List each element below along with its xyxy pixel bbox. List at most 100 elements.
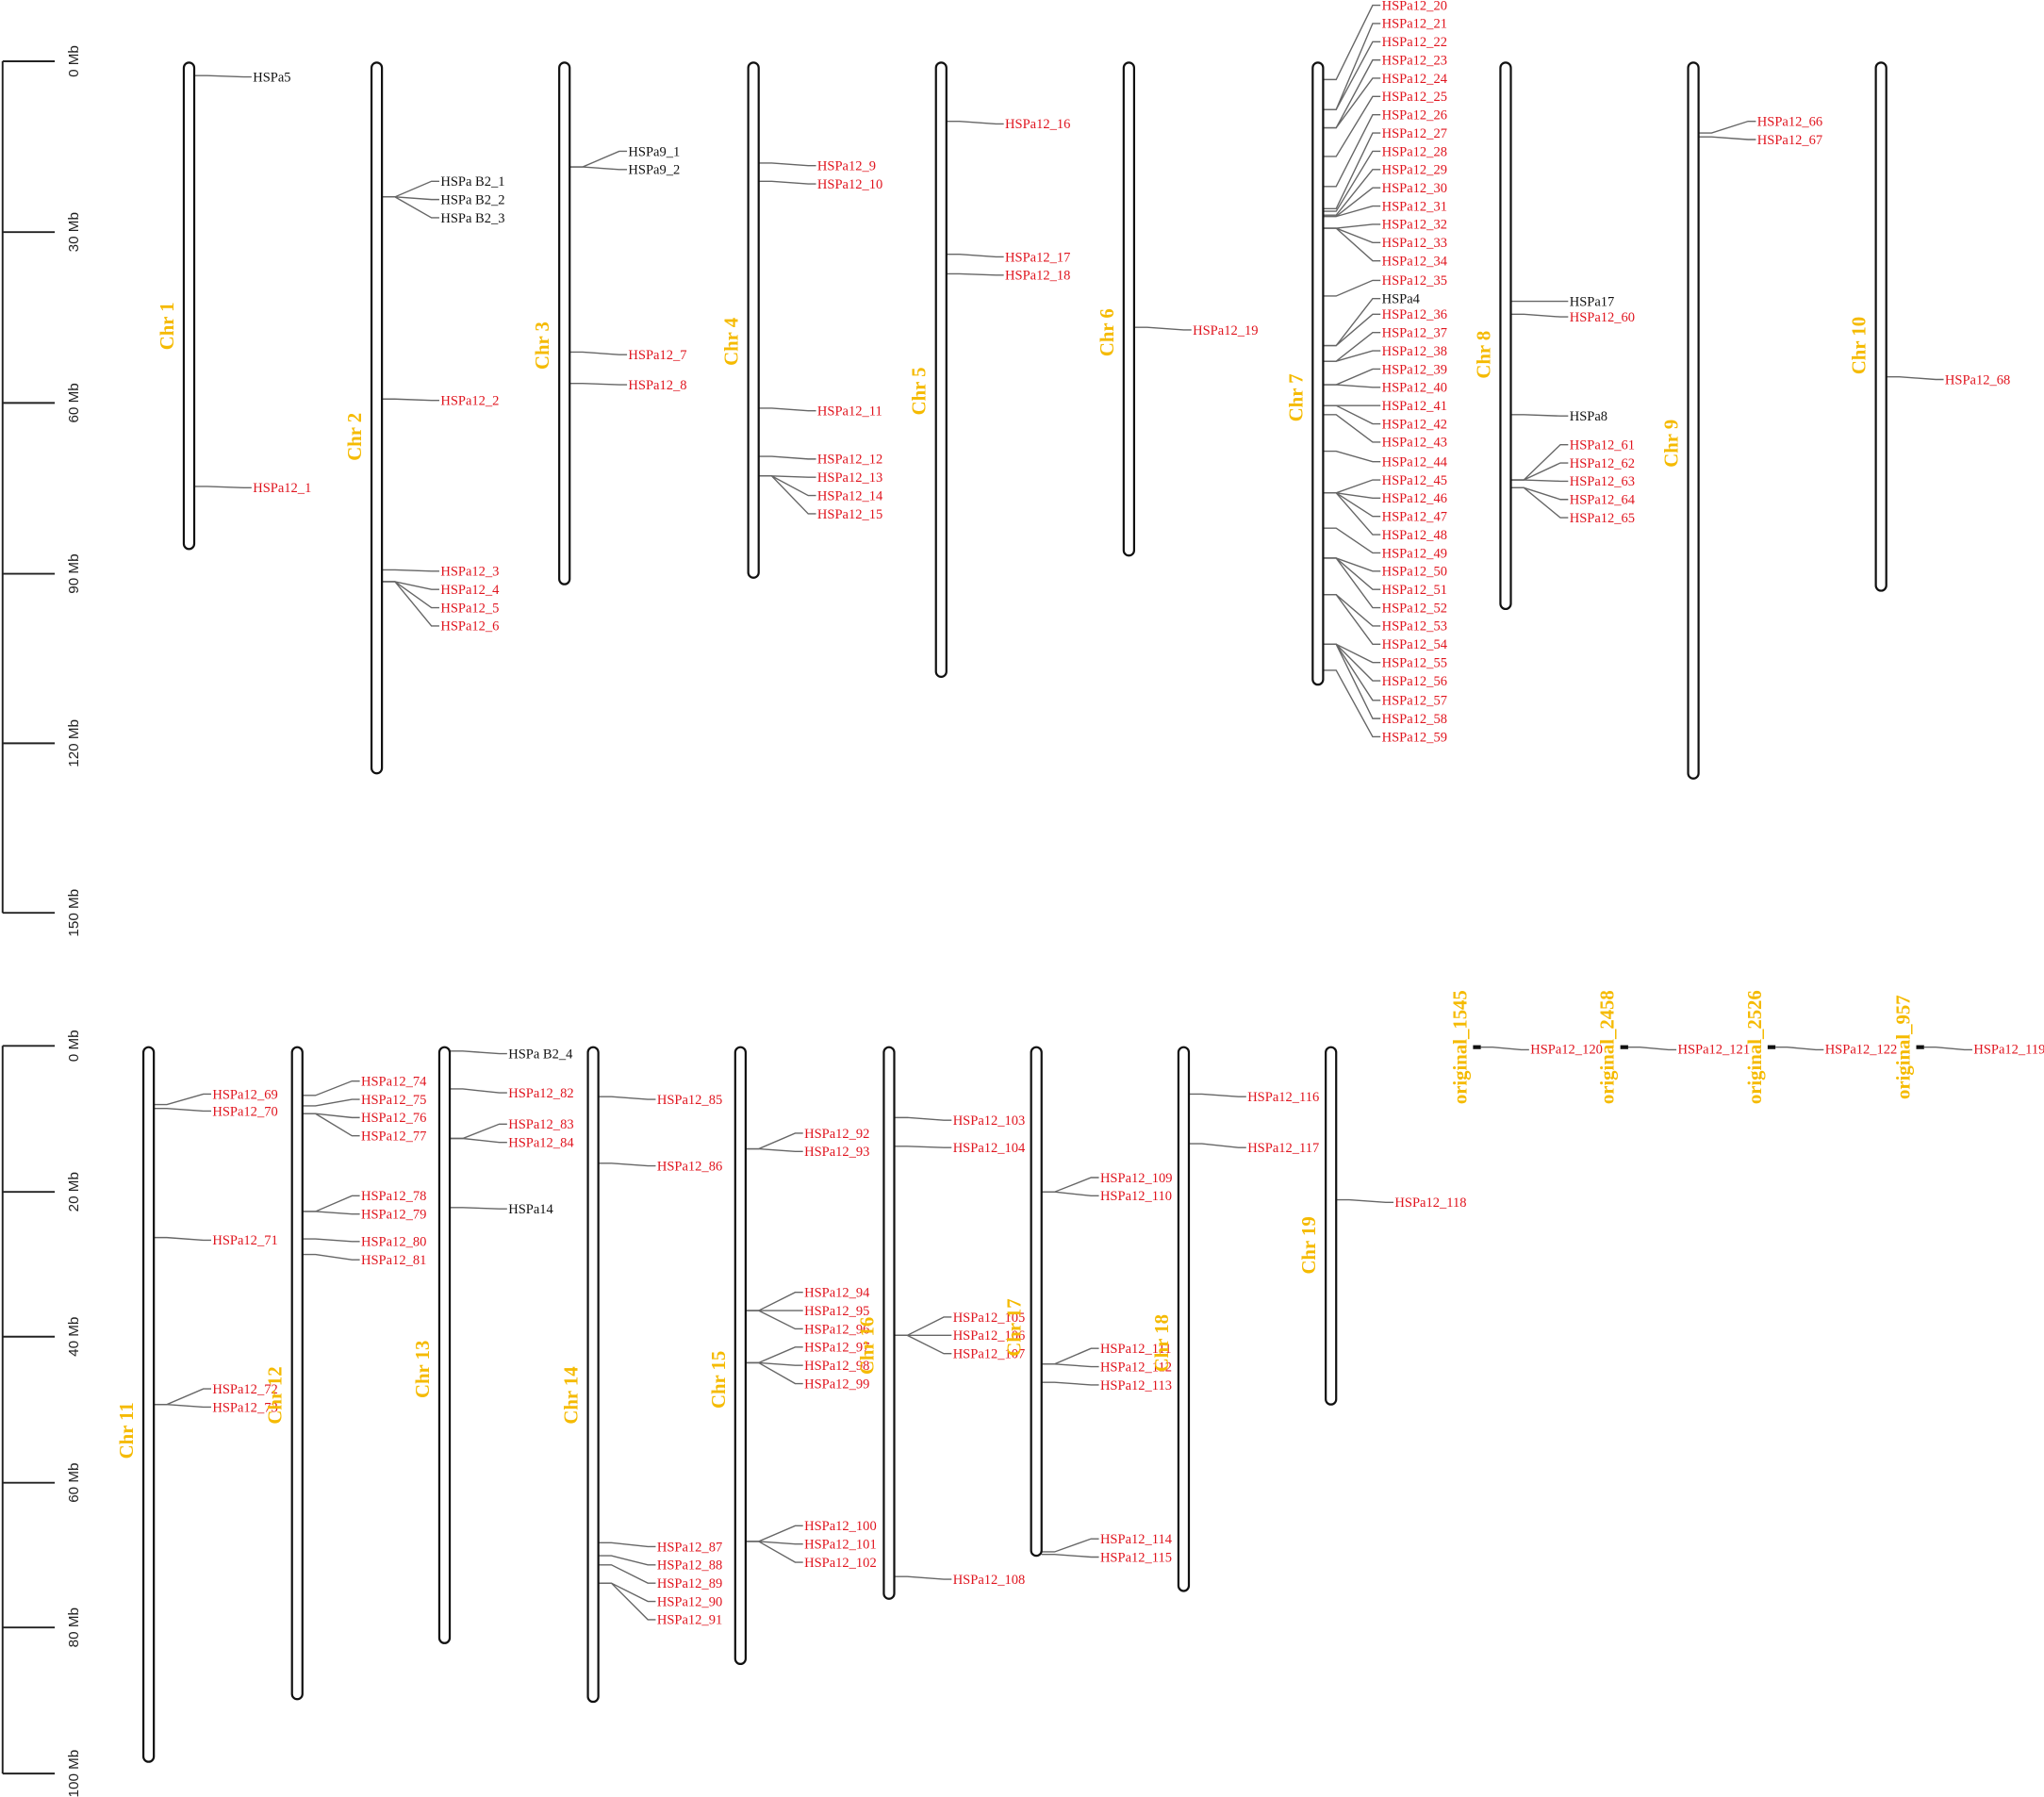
scaffold-label: original_1545 [1450, 990, 1471, 1104]
gene-connector [1323, 527, 1381, 554]
chromosome-bar [290, 1046, 304, 1701]
chromosome-chr12: Chr 12 [266, 1046, 304, 1701]
chromosome-bar [1325, 1046, 1338, 1406]
gene-label: HSPa12_92 [804, 1127, 869, 1142]
gene-connector [1323, 4, 1381, 81]
axis-tick-label: 60 Mb [66, 383, 82, 422]
chromosome-bar [1030, 1046, 1043, 1558]
gene-label: HSPa12_21 [1382, 17, 1447, 32]
gene-connector [1323, 227, 1381, 243]
gene-label: HSPa12_30 [1382, 181, 1447, 196]
axis-tick-label: 0 Mb [66, 45, 82, 77]
gene-connector [894, 1116, 952, 1121]
gene-label: HSPa12_117 [1247, 1141, 1319, 1156]
gene-connector [1041, 1381, 1099, 1386]
chromosome-chr4: Chr 4 [722, 61, 760, 579]
chromosome-label: Chr 19 [1299, 1216, 1320, 1274]
gene-connector [1323, 450, 1381, 463]
gene-label: HSPa12_47 [1382, 510, 1447, 525]
gene-connector [1480, 1046, 1529, 1051]
chromosome-bar [747, 61, 760, 579]
gene-group: HSPa12_9HSPa12_10HSPa12_11HSPa12_12HSPa1… [748, 159, 883, 522]
chromosome-bar [586, 1046, 600, 1704]
gene-label: HSPa12_114 [1100, 1532, 1173, 1547]
gene-connector [758, 407, 816, 412]
chromosome-label: Chr 3 [533, 321, 553, 370]
gene-label: HSPa12_6 [440, 619, 499, 635]
gene-label: HSPa12_95 [804, 1304, 869, 1319]
gene-label: HSPa12_118 [1394, 1195, 1466, 1211]
gene-label: HSPa12_93 [804, 1145, 869, 1160]
gene-connector [302, 1113, 360, 1137]
chromosome-label: Chr 5 [910, 367, 931, 415]
chromosome-label: Chr 12 [266, 1366, 287, 1424]
gene-connector [1510, 414, 1569, 417]
chromosome-chr16: Chr 16 [857, 1046, 896, 1600]
gene-label: HSPa12_81 [361, 1253, 426, 1268]
gene-label: HSPa12_103 [953, 1113, 1026, 1129]
gene-label: HSPa12_66 [1757, 114, 1822, 129]
gene-label: HSPa8 [1570, 409, 1607, 424]
chromosome-bar [1177, 1046, 1191, 1592]
gene-connector [382, 196, 439, 219]
gene-connector [745, 1525, 803, 1542]
gene-label: HSPa12_63 [1570, 474, 1635, 489]
gene-label: HSPa12_46 [1382, 491, 1447, 506]
gene-label: HSPa12_72 [212, 1382, 277, 1397]
gene-connector [302, 1080, 360, 1096]
gene-label: HSPa12_41 [1382, 399, 1447, 414]
scaffold-bar [1767, 1045, 1776, 1049]
gene-label: HSPa B2_4 [508, 1047, 573, 1062]
gene-label: HSPa12_13 [817, 470, 882, 486]
gene-label: HSPa12_111 [1100, 1342, 1172, 1357]
chromosome-bar [1122, 61, 1136, 557]
gene-connector [1323, 594, 1381, 627]
gene-connector [382, 398, 439, 402]
gene-label: HSPa12_109 [1100, 1171, 1173, 1186]
gene-label: HSPa12_100 [804, 1519, 877, 1534]
gene-label: HSPa12_105 [953, 1311, 1026, 1326]
gene-connector [946, 120, 1004, 125]
chromosome-label: Chr 11 [117, 1402, 138, 1459]
gene-label: HSPa12_39 [1382, 362, 1447, 377]
gene-label: HSPa12_22 [1382, 35, 1447, 50]
gene-label: HSPa12_4 [440, 583, 500, 598]
gene-label: HSPa12_45 [1382, 473, 1447, 488]
gene-connector [450, 1123, 507, 1140]
scaffold-label: original_2458 [1598, 990, 1619, 1104]
gene-connector [1510, 313, 1569, 318]
gene-label: HSPa12_2 [440, 393, 499, 408]
gene-connector [154, 1403, 211, 1409]
gene-label: HSPa12_11 [817, 404, 882, 420]
gene-connector [745, 1132, 803, 1150]
gene-label: HSPa12_70 [212, 1104, 277, 1119]
axis-tick-label: 60 Mb [66, 1463, 82, 1503]
gene-label: HSPa12_16 [1005, 117, 1070, 132]
gene-connector [598, 1541, 656, 1548]
gene-group: HSPa12_118 [1326, 1195, 1467, 1211]
gene-group: HSPa12_74HSPa12_75HSPa12_76HSPa12_77HSPa… [291, 1074, 427, 1268]
gene-label: HSPa12_55 [1382, 655, 1447, 670]
gene-label: HSPa12_25 [1382, 90, 1447, 105]
axis-tick-label: 90 Mb [66, 553, 82, 593]
chromosome-label: Chr 4 [722, 318, 743, 366]
gene-connector [450, 1207, 507, 1210]
gene-label: HSPa B2_2 [440, 192, 504, 207]
scaffold-label: original_957 [1894, 995, 1915, 1099]
gene-label: HSPa12_54 [1382, 637, 1448, 652]
gene-label: HSPa12_28 [1382, 144, 1447, 159]
gene-connector [1323, 95, 1381, 157]
gene-group: HSPa17HSPa12_60HSPa8HSPa12_61HSPa12_62HS… [1500, 294, 1636, 526]
gene-label: HSPa12_107 [953, 1347, 1026, 1362]
gene-label: HSPa12_12 [817, 453, 882, 468]
chromosome-label: Chr 13 [413, 1341, 434, 1398]
gene-label: HSPa12_50 [1382, 565, 1447, 580]
chromosome-bar [437, 1046, 452, 1644]
gene-group: HSPa12_109HSPa12_110HSPa12_111HSPa12_112… [1030, 1171, 1173, 1565]
chromosome-bar [558, 61, 571, 585]
gene-connector [745, 1147, 803, 1153]
